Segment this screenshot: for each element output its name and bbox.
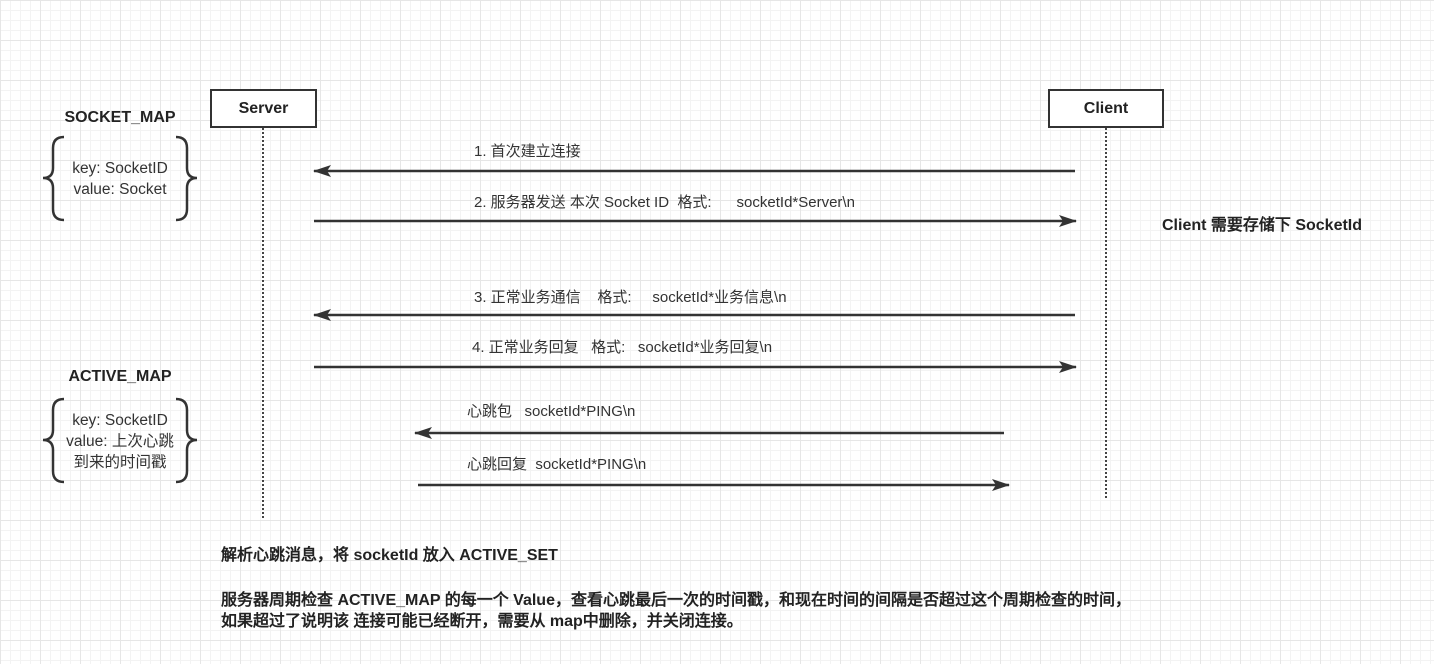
- message-1-label: 1. 首次建立连接: [474, 143, 581, 160]
- socket-map-right-brace: [175, 135, 198, 222]
- client-note: Client 需要存储下 SocketId: [1162, 217, 1363, 234]
- active-map-title: ACTIVE_MAP: [68, 368, 172, 385]
- socket-map-key: key: SocketID: [72, 160, 168, 177]
- check-note-line1: 服务器周期检查 ACTIVE_MAP 的每一个 Value，查看心跳最后一次的时…: [221, 592, 1131, 609]
- socket-map-body: key: SocketID value: Socket: [60, 158, 180, 200]
- active-map-right-brace: [175, 397, 198, 484]
- server-lifeline: [262, 128, 264, 518]
- active-map-body: key: SocketID value: 上次心跳 到来的时间戳: [58, 410, 182, 473]
- message-3-label: 3. 正常业务通信 格式: socketId*业务信息\n: [474, 289, 787, 306]
- active-map-value-line2: 到来的时间戳: [73, 454, 167, 471]
- parse-note: 解析心跳消息，将 socketId 放入 ACTIVE_SET: [221, 547, 558, 564]
- active-map-key: key: SocketID: [72, 412, 168, 429]
- client-participant-box: Client: [1048, 89, 1164, 128]
- socket-map-title: SOCKET_MAP: [64, 109, 176, 126]
- active-map-left-brace: [42, 397, 65, 484]
- message-4-label: 4. 正常业务回复 格式: socketId*业务回复\n: [472, 339, 773, 356]
- check-note-line2: 如果超过了说明该 连接可能已经断开，需要从 map中删除，并关闭连接。: [221, 613, 743, 630]
- server-participant-box: Server: [210, 89, 317, 128]
- active-map-value-line1: value: 上次心跳: [66, 433, 174, 450]
- socket-map-left-brace: [42, 135, 65, 222]
- client-lifeline: [1105, 128, 1107, 498]
- socket-map-value: value: Socket: [73, 181, 167, 198]
- message-2-label: 2. 服务器发送 本次 Socket ID 格式: socketId*Serve…: [474, 194, 855, 211]
- heartbeat-reply-label: 心跳回复 socketId*PING\n: [467, 456, 647, 473]
- heartbeat-label: 心跳包 socketId*PING\n: [467, 403, 636, 420]
